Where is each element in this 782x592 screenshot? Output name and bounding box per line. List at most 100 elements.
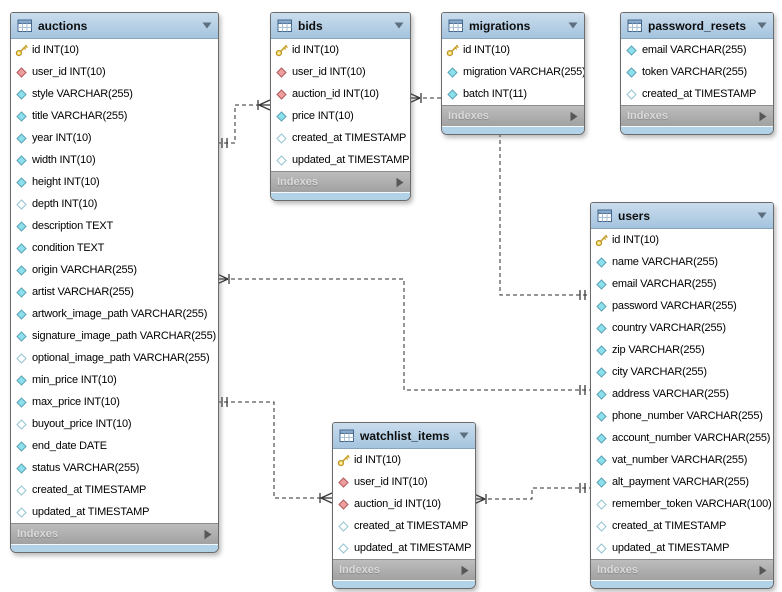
column-label: country VARCHAR(255) (612, 322, 726, 334)
column-row[interactable]: height INT(10) (11, 171, 218, 193)
relationship-line[interactable] (474, 487, 590, 500)
collapse-arrow-icon[interactable] (757, 212, 767, 219)
relationship-auctions-users[interactable] (216, 273, 590, 395)
column-row[interactable]: user_id INT(10) (333, 471, 475, 493)
column-row[interactable]: buyout_price INT(10) (11, 413, 218, 435)
collapse-arrow-icon[interactable] (459, 432, 469, 439)
column-row[interactable]: account_number VARCHAR(255) (591, 427, 773, 449)
column-label: id INT(10) (354, 454, 401, 466)
column-row[interactable]: year INT(10) (11, 127, 218, 149)
column-notnull-icon (595, 432, 608, 444)
column-row[interactable]: artwork_image_path VARCHAR(255) (11, 303, 218, 325)
relationship-bids-auctions[interactable] (217, 99, 271, 148)
table-title: bids (298, 18, 323, 33)
collapse-arrow-icon[interactable] (394, 22, 404, 29)
column-row[interactable]: signature_image_path VARCHAR(255) (11, 325, 218, 347)
column-row[interactable]: batch INT(11) (442, 83, 584, 105)
table-header-bids[interactable]: bids (271, 13, 410, 39)
column-label: min_price INT(10) (32, 374, 117, 386)
expand-arrow-icon (204, 529, 212, 540)
column-row[interactable]: end_date DATE (11, 435, 218, 457)
column-notnull-icon (595, 256, 608, 268)
collapse-arrow-icon[interactable] (757, 22, 767, 29)
column-row[interactable]: style VARCHAR(255) (11, 83, 218, 105)
column-row[interactable]: status VARCHAR(255) (11, 457, 218, 479)
column-label: status VARCHAR(255) (32, 462, 140, 474)
column-row[interactable]: title VARCHAR(255) (11, 105, 218, 127)
relationship-line[interactable] (217, 401, 332, 499)
column-row[interactable]: zip VARCHAR(255) (591, 339, 773, 361)
column-row[interactable]: width INT(10) (11, 149, 218, 171)
indexes-footer[interactable]: Indexes (271, 171, 410, 192)
column-row[interactable]: max_price INT(10) (11, 391, 218, 413)
column-row[interactable]: origin VARCHAR(255) (11, 259, 218, 281)
column-row[interactable]: name VARCHAR(255) (591, 251, 773, 273)
column-row[interactable]: id INT(10) (333, 449, 475, 471)
column-row[interactable]: phone_number VARCHAR(255) (591, 405, 773, 427)
column-row[interactable]: alt_payment VARCHAR(255) (591, 471, 773, 493)
column-row[interactable]: id INT(10) (271, 39, 410, 61)
column-label: created_at TIMESTAMP (354, 520, 469, 532)
column-row[interactable]: updated_at TIMESTAMP (591, 537, 773, 559)
column-row[interactable]: user_id INT(10) (11, 61, 218, 83)
column-row[interactable]: created_at TIMESTAMP (333, 515, 475, 537)
column-row[interactable]: id INT(10) (11, 39, 218, 61)
column-row[interactable]: password VARCHAR(255) (591, 295, 773, 317)
column-row[interactable]: token VARCHAR(255) (621, 61, 773, 83)
column-row[interactable]: migration VARCHAR(255) (442, 61, 584, 83)
column-row[interactable]: optional_image_path VARCHAR(255) (11, 347, 218, 369)
column-row[interactable]: city VARCHAR(255) (591, 361, 773, 383)
column-row[interactable]: created_at TIMESTAMP (621, 83, 773, 105)
column-row[interactable]: vat_number VARCHAR(255) (591, 449, 773, 471)
table-columns: id INT(10)name VARCHAR(255)email VARCHAR… (591, 229, 773, 559)
relationship-watchlist_items-users[interactable] (473, 483, 590, 505)
collapse-arrow-icon[interactable] (202, 22, 212, 29)
table-header-migrations[interactable]: migrations (442, 13, 584, 39)
column-row[interactable]: condition TEXT (11, 237, 218, 259)
column-row[interactable]: country VARCHAR(255) (591, 317, 773, 339)
foreign-key-icon (337, 476, 350, 488)
relationship-line[interactable] (217, 278, 590, 391)
primary-key-icon (595, 234, 608, 247)
collapse-arrow-icon[interactable] (568, 22, 578, 29)
indexes-footer[interactable]: Indexes (591, 559, 773, 580)
indexes-footer[interactable]: Indexes (621, 105, 773, 126)
indexes-footer[interactable]: Indexes (442, 105, 584, 126)
table-grid-icon (597, 209, 613, 223)
column-row[interactable]: id INT(10) (591, 229, 773, 251)
relationship-watchlist_items-auctions[interactable] (217, 397, 333, 504)
column-row[interactable]: description TEXT (11, 215, 218, 237)
column-row[interactable]: created_at TIMESTAMP (591, 515, 773, 537)
table-header-auctions[interactable]: auctions (11, 13, 218, 39)
column-row[interactable]: email VARCHAR(255) (621, 39, 773, 61)
column-row[interactable]: updated_at TIMESTAMP (333, 537, 475, 559)
indexes-footer[interactable]: Indexes (333, 559, 475, 580)
column-row[interactable]: user_id INT(10) (271, 61, 410, 83)
column-row[interactable]: artist VARCHAR(255) (11, 281, 218, 303)
column-row[interactable]: min_price INT(10) (11, 369, 218, 391)
column-label: id INT(10) (292, 44, 339, 56)
column-row[interactable]: updated_at TIMESTAMP (271, 149, 410, 171)
column-row[interactable]: auction_id INT(10) (333, 493, 475, 515)
column-row[interactable]: depth INT(10) (11, 193, 218, 215)
column-row[interactable]: price INT(10) (271, 105, 410, 127)
column-row[interactable]: email VARCHAR(255) (591, 273, 773, 295)
table-bids[interactable]: bids id INT(10) user_id INT(10)auction_id … (270, 12, 411, 201)
table-header-users[interactable]: users (591, 203, 773, 229)
column-row[interactable]: address VARCHAR(255) (591, 383, 773, 405)
column-row[interactable]: id INT(10) (442, 39, 584, 61)
table-header-password_resets[interactable]: password_resets (621, 13, 773, 39)
column-row[interactable]: created_at TIMESTAMP (11, 479, 218, 501)
column-row[interactable]: auction_id INT(10) (271, 83, 410, 105)
table-header-watchlist_items[interactable]: watchlist_items (333, 423, 475, 449)
relationship-line[interactable] (217, 104, 270, 144)
column-row[interactable]: remember_token VARCHAR(100) (591, 493, 773, 515)
column-row[interactable]: created_at TIMESTAMP (271, 127, 410, 149)
indexes-footer[interactable]: Indexes (11, 523, 218, 544)
column-row[interactable]: updated_at TIMESTAMP (11, 501, 218, 523)
